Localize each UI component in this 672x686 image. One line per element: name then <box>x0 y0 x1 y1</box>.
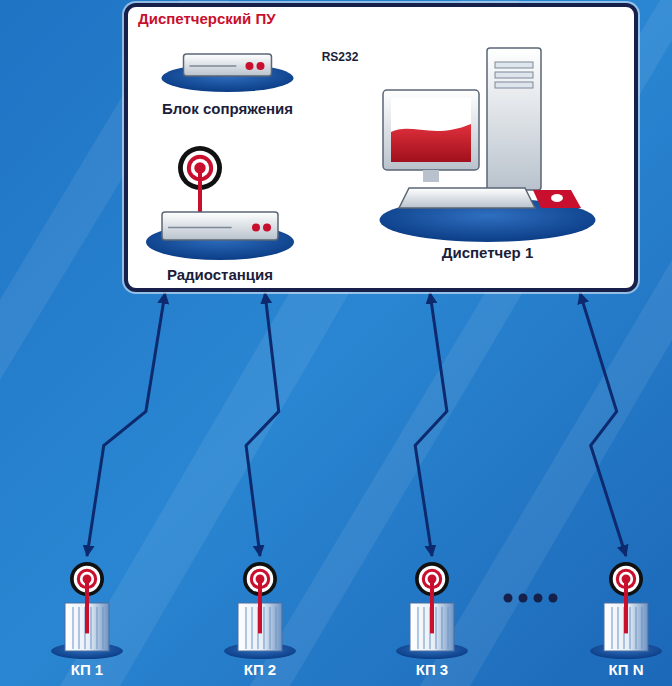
tower-rib <box>264 607 265 649</box>
tower-rib <box>630 607 631 649</box>
tower-rib <box>424 607 425 649</box>
device-line <box>190 65 237 67</box>
tower-rib <box>270 607 271 649</box>
antenna-mast <box>198 168 202 192</box>
radio-link <box>415 293 447 556</box>
antenna-mast <box>258 579 262 598</box>
control-point: КП 2 <box>220 557 300 681</box>
radio-link <box>246 293 279 556</box>
tower-rib <box>436 607 437 649</box>
tower-rib <box>642 607 643 649</box>
control-point: КП 3 <box>392 557 472 681</box>
interface-unit: Блок сопряжения <box>150 42 305 120</box>
tower-rib <box>418 607 419 649</box>
radio-station: Радиостанция <box>140 140 300 286</box>
device-led <box>257 62 265 70</box>
antenna-mast <box>430 579 434 598</box>
radio-link <box>87 293 165 556</box>
drive-bay <box>495 72 533 78</box>
monitor-screen <box>391 98 471 162</box>
mouse-pad <box>533 190 581 208</box>
tower-rib <box>442 607 443 649</box>
tower-rib <box>79 607 80 649</box>
monitor-stand <box>423 170 439 182</box>
device-body <box>162 212 278 240</box>
node-label: Радиостанция <box>167 266 273 286</box>
device-led <box>252 223 260 231</box>
icon-group <box>396 562 468 659</box>
node-label: Блок сопряжения <box>162 100 293 120</box>
icon-part <box>549 594 558 603</box>
icon-part <box>534 594 543 603</box>
antenna-mast <box>430 579 434 633</box>
icon-group <box>224 562 296 659</box>
radio-link <box>580 293 626 556</box>
tower-rib <box>636 607 637 649</box>
antenna-mast <box>624 579 628 598</box>
tower-rib <box>246 607 247 649</box>
drive-bay <box>495 82 533 88</box>
tower-rib <box>448 607 449 649</box>
antenna-mast <box>85 579 89 598</box>
icon <box>140 140 300 286</box>
panel-title: Диспетчерский ПУ <box>128 7 634 28</box>
device-led <box>263 223 271 231</box>
tower-rib <box>276 607 277 649</box>
tower-rib <box>103 607 104 649</box>
node-label: Диспетчер 1 <box>442 244 534 264</box>
antenna-mast <box>85 579 89 633</box>
screen-image <box>391 124 471 162</box>
tower-rib <box>252 607 253 649</box>
icon-part <box>420 260 672 686</box>
edge-label: RS232 <box>320 50 361 64</box>
icon-part <box>504 594 513 603</box>
control-point: КП N <box>586 557 666 681</box>
drive-bay <box>495 62 533 68</box>
icon-group <box>146 146 294 260</box>
node-label: КП N <box>609 661 644 681</box>
monitor-frame <box>383 90 479 170</box>
tower-rib <box>618 607 619 649</box>
control-panel: Блок сопряженияРадиостанция Диспетчер 1 Ди… <box>124 3 638 292</box>
device-led <box>246 62 254 70</box>
keyboard <box>399 188 535 208</box>
device-body <box>184 54 272 76</box>
tower-rib <box>73 607 74 649</box>
icon-group <box>590 562 662 659</box>
pc-tower <box>487 48 541 190</box>
icon-group <box>51 562 123 659</box>
node-label: КП 3 <box>416 661 448 681</box>
icon-group <box>380 48 596 242</box>
dispatcher-computer: Диспетчер 1 <box>375 38 600 264</box>
icon-part <box>519 594 528 603</box>
antenna-mast <box>258 579 262 633</box>
antenna-mast <box>624 579 628 633</box>
icon <box>375 38 600 264</box>
node-label: КП 2 <box>244 661 276 681</box>
ellipsis-dots <box>504 594 558 603</box>
icon-group <box>162 54 294 92</box>
tower-rib <box>612 607 613 649</box>
mouse <box>551 194 563 202</box>
tower-rib <box>91 607 92 649</box>
device-line <box>168 227 232 229</box>
tower-rib <box>97 607 98 649</box>
node-label: КП 1 <box>71 661 103 681</box>
control-point: КП 1 <box>47 557 127 681</box>
